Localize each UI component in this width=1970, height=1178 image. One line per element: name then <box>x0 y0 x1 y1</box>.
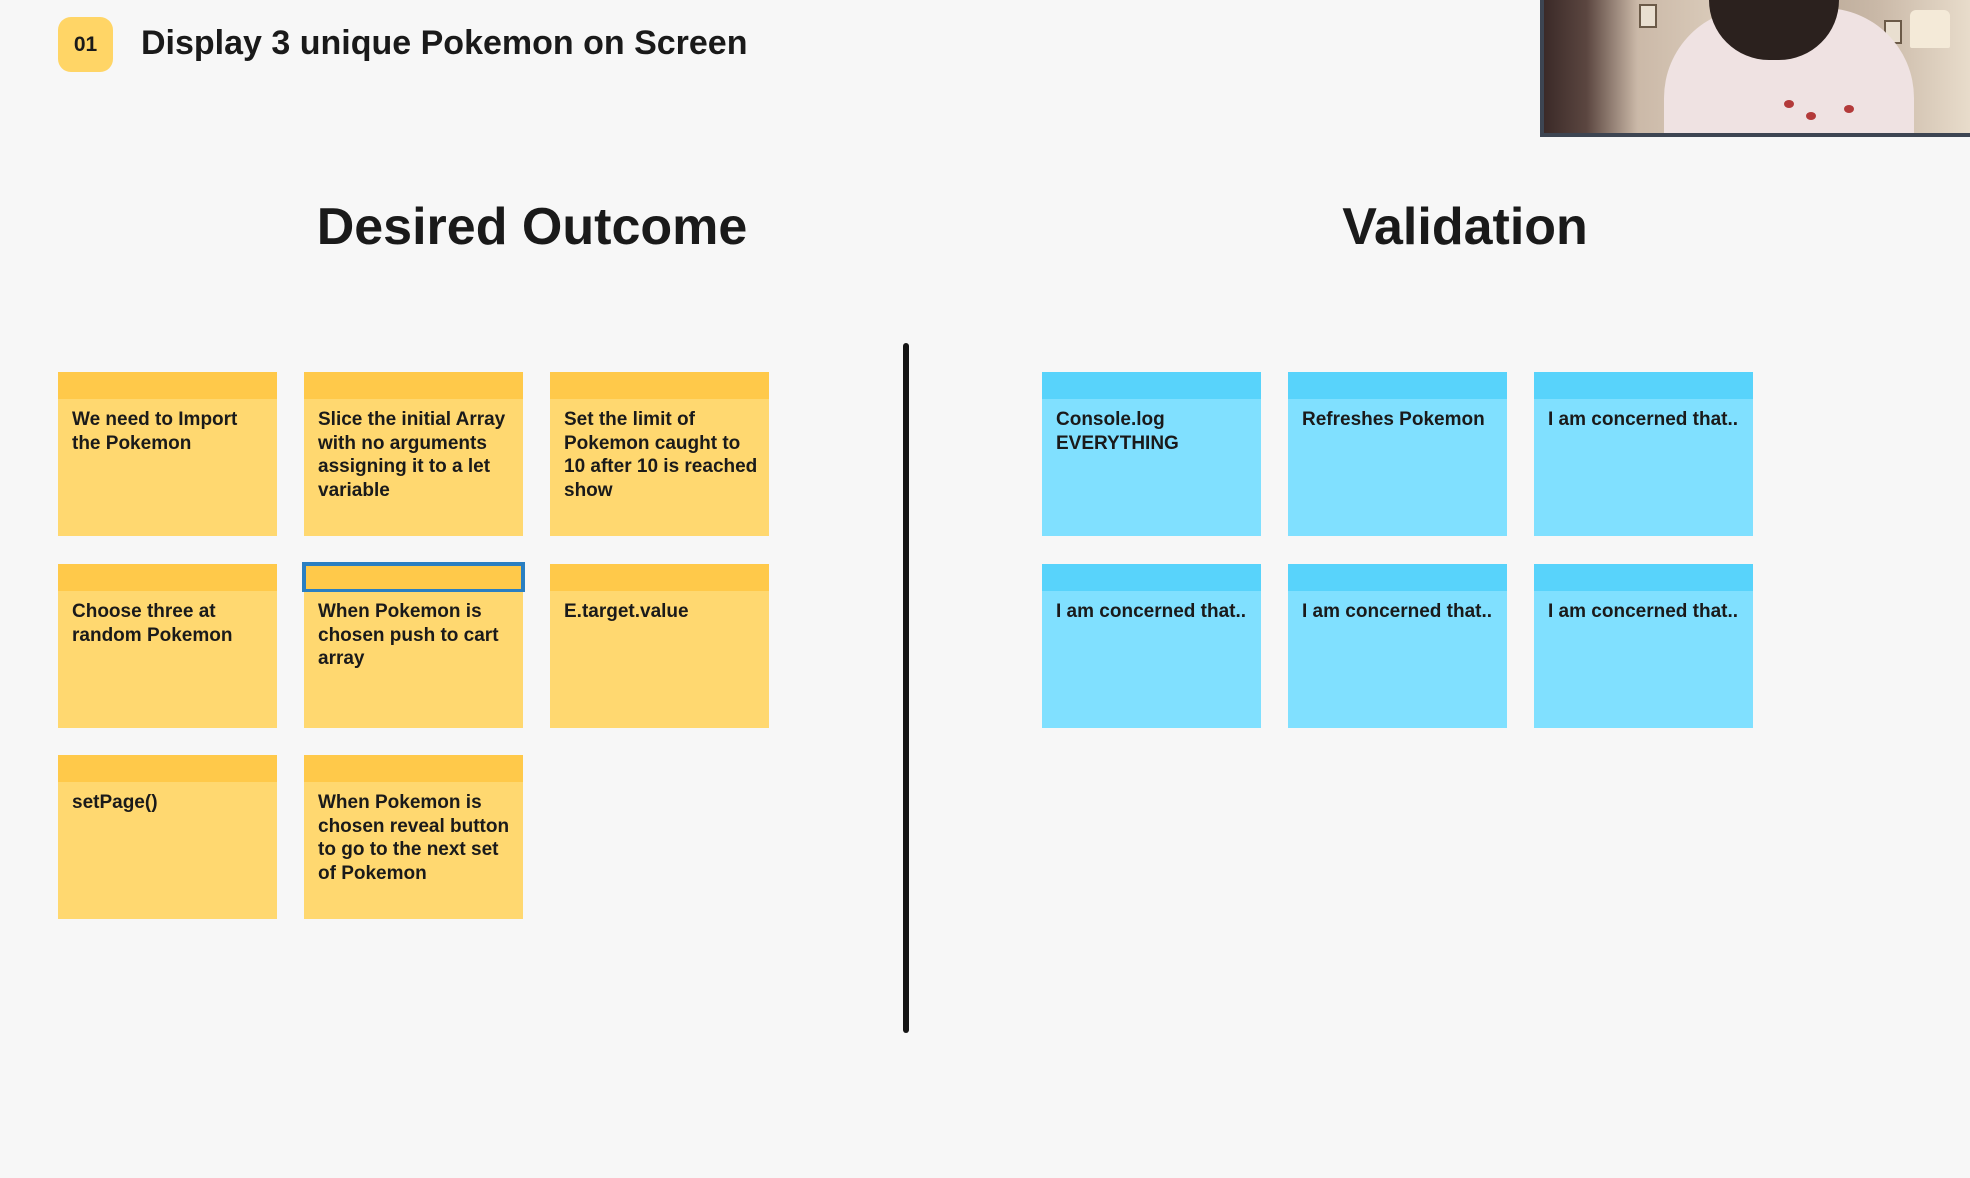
sticky-note-text[interactable]: When Pokemon is chosen push to cart arra… <box>318 601 499 669</box>
page-title: Display 3 unique Pokemon on Screen <box>141 24 748 62</box>
sticky-note[interactable]: When Pokemon is chosen reveal button to … <box>304 755 523 919</box>
sticky-note-text[interactable]: I am concerned that.. <box>1056 601 1247 622</box>
sticky-note-text[interactable]: We need to Import the Pokemon <box>72 409 238 454</box>
sticky-note-header[interactable] <box>1042 564 1261 591</box>
sticky-note-text[interactable]: E.target.value <box>564 601 689 622</box>
sticky-note-header[interactable] <box>304 755 523 782</box>
sticky-note[interactable]: I am concerned that.. <box>1534 564 1753 728</box>
desired-outcome-heading: Desired Outcome <box>316 198 748 256</box>
sticky-note-header[interactable] <box>550 564 769 591</box>
sticky-note[interactable]: E.target.value <box>550 564 769 728</box>
sticky-note-text[interactable]: Choose three at random Pokemon <box>72 601 233 646</box>
sticky-note-text[interactable]: setPage() <box>72 792 158 813</box>
shirt-print <box>1784 100 1794 108</box>
sticky-note-header[interactable] <box>1042 372 1261 399</box>
shirt-print <box>1844 105 1854 113</box>
sticky-note[interactable]: Set the limit of Pokemon caught to 10 af… <box>550 372 769 536</box>
sticky-note-text[interactable]: I am concerned that.. <box>1302 601 1493 622</box>
shirt-print <box>1806 112 1816 120</box>
sticky-note[interactable]: We need to Import the Pokemon <box>58 372 277 536</box>
picture-frame <box>1639 4 1657 28</box>
sticky-note-header[interactable] <box>302 562 525 592</box>
sticky-note[interactable]: Console.log EVERYTHING <box>1042 372 1261 536</box>
sticky-note[interactable]: Refreshes Pokemon <box>1288 372 1507 536</box>
sticky-note-text[interactable]: I am concerned that.. <box>1548 601 1739 622</box>
sticky-note-header[interactable] <box>58 755 277 782</box>
sticky-note-selected[interactable]: When Pokemon is chosen push to cart arra… <box>302 562 525 728</box>
sticky-note[interactable]: setPage() <box>58 755 277 919</box>
sticky-note[interactable]: Choose three at random Pokemon <box>58 564 277 728</box>
sticky-note-header[interactable] <box>58 372 277 399</box>
sticky-note[interactable]: Slice the initial Array with no argument… <box>304 372 523 536</box>
sticky-note-text[interactable]: Set the limit of Pokemon caught to 10 af… <box>564 409 758 501</box>
sticky-note-header[interactable] <box>58 564 277 591</box>
validation-heading: Validation <box>1342 198 1588 256</box>
sticky-note-text[interactable]: When Pokemon is chosen reveal button to … <box>318 792 510 884</box>
webcam-video-overlay[interactable] <box>1540 0 1970 137</box>
lamp <box>1910 10 1950 48</box>
sticky-note-header[interactable] <box>1534 564 1753 591</box>
sticky-note-text[interactable]: Console.log EVERYTHING <box>1056 409 1179 454</box>
sticky-note-header[interactable] <box>304 372 523 399</box>
column-divider <box>903 343 909 1033</box>
sticky-note-header[interactable] <box>1288 564 1507 591</box>
sticky-note-header[interactable] <box>1288 372 1507 399</box>
sticky-note-text[interactable]: Refreshes Pokemon <box>1302 409 1485 430</box>
sticky-note[interactable]: I am concerned that.. <box>1534 372 1753 536</box>
step-badge: 01 <box>58 17 113 72</box>
sticky-note-header[interactable] <box>1534 372 1753 399</box>
sticky-note-header[interactable] <box>550 372 769 399</box>
sticky-note[interactable]: I am concerned that.. <box>1288 564 1507 728</box>
sticky-note-text[interactable]: Slice the initial Array with no argument… <box>318 409 506 501</box>
sticky-note[interactable]: I am concerned that.. <box>1042 564 1261 728</box>
sticky-note-text[interactable]: I am concerned that.. <box>1548 409 1739 430</box>
